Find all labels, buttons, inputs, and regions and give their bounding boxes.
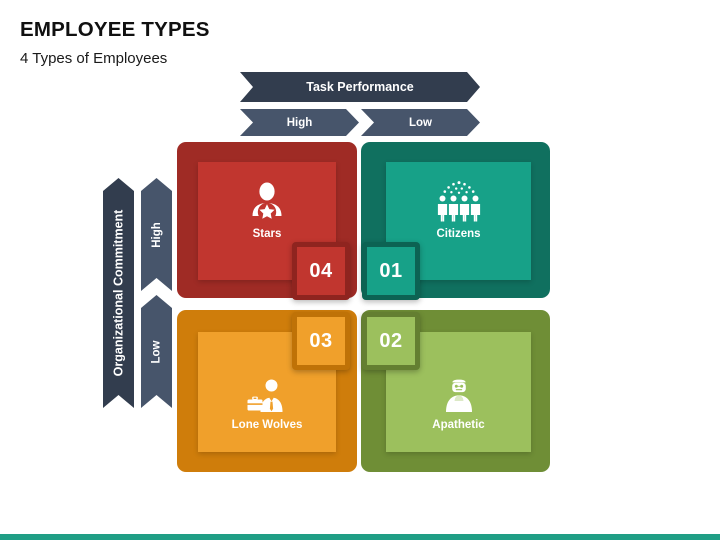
quadrant-stars[interactable]: Stars (177, 142, 357, 298)
axis-title-task-performance-label: Task Performance (306, 80, 414, 94)
axis-level-performance-low-label: Low (409, 116, 432, 129)
quadrant-citizens-label: Citizens (436, 228, 481, 240)
axis-level-commitment-low-label: Low (150, 340, 163, 363)
quadrant-stars-label: Stars (252, 228, 282, 240)
axis-level-performance-low: Low (361, 109, 480, 136)
bored-person-icon (441, 379, 477, 413)
people-group-icon (433, 180, 485, 222)
axis-title-task-performance: Task Performance (240, 72, 480, 102)
axis-level-commitment-low: Low (141, 295, 172, 408)
badge-citizens-number-value: 01 (367, 247, 415, 295)
badge-apathetic-number[interactable]: 02 (362, 312, 420, 370)
footer-accent-bar (0, 534, 720, 540)
quadrant-lone-wolves-label: Lone Wolves (231, 419, 303, 431)
badge-citizens-number[interactable]: 01 (362, 242, 420, 300)
businessman-briefcase-icon (244, 379, 290, 413)
axis-title-organizational-commitment: Organizational Commitment (103, 178, 134, 408)
badge-apathetic-number-value: 02 (367, 317, 415, 365)
axis-level-performance-high-label: High (286, 116, 313, 129)
quadrant-apathetic-label: Apathetic (432, 419, 485, 431)
axis-level-commitment-high-label: High (150, 221, 163, 248)
badge-stars-number-value: 04 (297, 247, 345, 295)
axis-level-commitment-high: High (141, 178, 172, 291)
badge-lone-wolves-number-value: 03 (297, 317, 345, 365)
page-title: EMPLOYEE TYPES (20, 18, 210, 41)
axis-title-organizational-commitment-label: Organizational Commitment (111, 209, 126, 377)
badge-lone-wolves-number[interactable]: 03 (292, 312, 350, 370)
axis-level-performance-high: High (240, 109, 359, 136)
page-subtitle: 4 Types of Employees (20, 50, 168, 67)
person-star-icon (246, 180, 288, 222)
badge-stars-number[interactable]: 04 (292, 242, 350, 300)
